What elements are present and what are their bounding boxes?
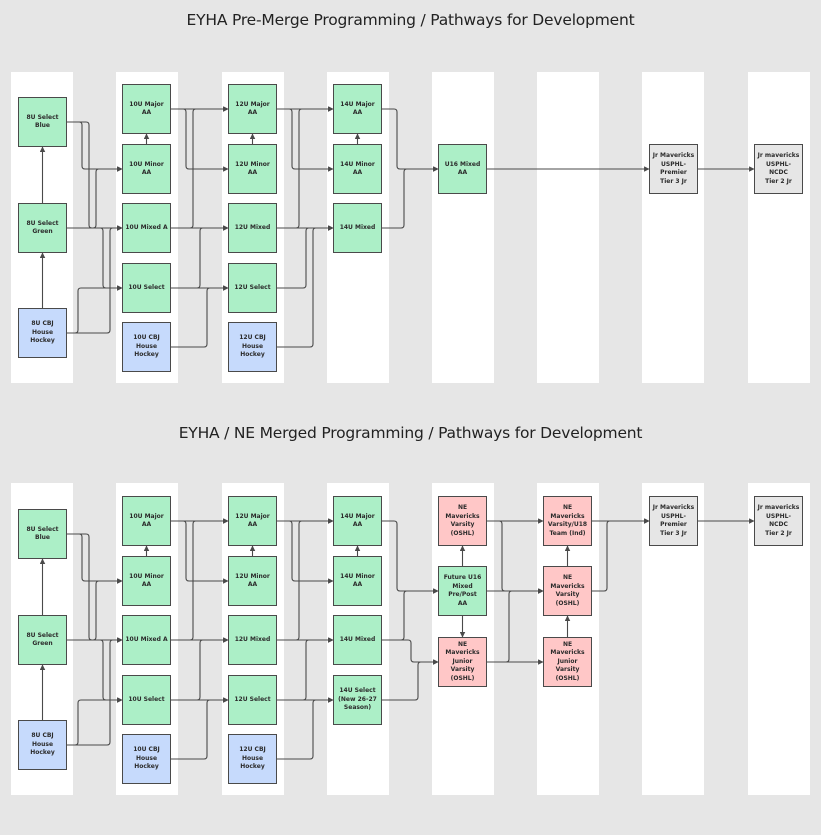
node-12u-minor-aa[interactable]: 12U Minor AA [228,556,277,606]
connector-u8_house-to-u10_select [67,285,123,334]
node-14u-mixed[interactable]: 14U Mixed [333,615,382,665]
connector-u10_major-to-u12_minor [171,520,229,584]
connector-u10_house-to-u12_select [171,697,229,760]
node-14u-major-aa[interactable]: 14U Major AA [333,496,382,546]
connector-ne_varsity_b-to-jr_premier [592,518,650,592]
node-8u-select-green[interactable]: 8U Select Green [18,203,67,253]
connector-u10_mixed-to-u12_major [171,106,229,229]
node-jr-mavericks-premier[interactable]: Jr Mavericks USPHL-Premier Tier 3 Jr [649,144,698,194]
connector-u8_green-to-u10_minor [67,578,123,641]
connector-u10_house-to-u12_select [171,285,229,348]
node-jr-mavericks-ncdc[interactable]: Jr mavericks USPHL-NCDC Tier 2 Jr [754,496,803,546]
node-ne-varsity-u18[interactable]: NE Mavericks Varsity/U18 Team (Ind) [543,496,592,546]
node-ne-varsity-16u[interactable]: NE Mavericks Varsity (OSHL) [438,496,487,546]
node-10u-house[interactable]: 10U CBJ House Hockey [122,734,171,784]
node-10u-major-aa[interactable]: 10U Major AA [122,84,171,134]
connector-u14_mixed-to-ne_jv_a [382,639,439,665]
node-jr-mavericks-ncdc[interactable]: Jr mavericks USPHL-NCDC Tier 2 Jr [754,144,803,194]
connector-u12_mixed-to-u14_major [277,106,334,229]
node-12u-select[interactable]: 12U Select [228,263,277,313]
diagram-title: EYHA Pre-Merge Programming / Pathways fo… [186,11,635,29]
node-8u-select-blue[interactable]: 8U Select Blue [18,97,67,147]
connector-u8_blue-to-u10_mixed [67,533,123,643]
connector-u8_house-to-u10_mixed [67,225,123,334]
connector-u14_major-to-u16_future [382,520,439,594]
connector-u10_select-to-u12_mixed [171,637,229,701]
node-12u-minor-aa[interactable]: 12U Minor AA [228,144,277,194]
node-10u-minor-aa[interactable]: 10U Minor AA [122,144,171,194]
connector-u8_house-to-u10_mixed [67,637,123,746]
node-ne-jv-16u[interactable]: NE Mavericks Junior Varsity (OSHL) [438,637,487,687]
connector-u14_mixed-to-u16_future [382,588,439,641]
node-8u-select-blue[interactable]: 8U Select Blue [18,509,67,559]
node-ne-jv-18u[interactable]: NE Mavericks Junior Varsity (OSHL) [543,637,592,687]
node-12u-select[interactable]: 12U Select [228,675,277,725]
node-future-u16-mixed[interactable]: Future U16 Mixed Pre/Post AA [438,566,487,616]
node-10u-select[interactable]: 10U Select [122,263,171,313]
connector-u12_select-to-u14_mixed [277,225,334,289]
node-14u-minor-aa[interactable]: 14U Minor AA [333,144,382,194]
connector-u12_house-to-u14_mixed [277,225,334,348]
node-14u-select-new[interactable]: 14U Select (New 26-27 Season) [333,675,382,725]
connector-ne_jv_a-to-ne_varsity_b [487,588,544,663]
node-14u-mixed[interactable]: 14U Mixed [333,203,382,253]
lane-empty [537,72,599,383]
node-12u-mixed[interactable]: 12U Mixed [228,203,277,253]
node-10u-major-aa[interactable]: 10U Major AA [122,496,171,546]
connector-u12_major-to-u14_minor [277,520,334,584]
connector-u10_major-to-u12_minor [171,108,229,172]
connector-u8_blue-to-u10_minor [67,533,123,584]
connector-u10_select-to-u12_mixed [171,225,229,289]
connector-u14_mixed-to-u16_mixed [382,166,439,229]
node-ne-varsity-18u[interactable]: NE Mavericks Varsity (OSHL) [543,566,592,616]
node-10u-house[interactable]: 10U CBJ House Hockey [122,322,171,372]
connector-u10_mixed-to-u12_major [171,518,229,641]
connector-u8_green-to-u10_minor [67,166,123,229]
node-10u-select[interactable]: 10U Select [122,675,171,725]
node-14u-major-aa[interactable]: 14U Major AA [333,84,382,134]
connector-ne_varsity_a-to-ne_varsity_b [487,520,544,594]
connector-u8_blue-to-u10_mixed [67,121,123,231]
connector-u12_select-to-u14_mixed [277,637,334,701]
node-10u-mixed-a[interactable]: 10U Mixed A [122,615,171,665]
lane-16u [432,72,494,383]
node-u16-mixed-aa[interactable]: U16 Mixed AA [438,144,487,194]
connector-u14_select-to-ne_jv_a [382,659,439,701]
connector-u8_blue-to-u10_minor [67,121,123,172]
connector-u12_house-to-u14_select [277,697,334,760]
node-12u-major-aa[interactable]: 12U Major AA [228,84,277,134]
node-8u-select-green[interactable]: 8U Select Green [18,615,67,665]
node-8u-house[interactable]: 8U CBJ House Hockey [18,308,67,358]
connector-u8_green-to-u10_select [67,227,123,291]
connector-u12_mixed-to-u14_major [277,518,334,641]
connector-u8_green-to-u10_select [67,639,123,703]
connector-u14_major-to-u16_mixed [382,108,439,172]
node-10u-mixed-a[interactable]: 10U Mixed A [122,203,171,253]
node-12u-house[interactable]: 12U CBJ House Hockey [228,734,277,784]
node-10u-minor-aa[interactable]: 10U Minor AA [122,556,171,606]
node-14u-minor-aa[interactable]: 14U Minor AA [333,556,382,606]
lane-jr-tier2 [748,72,810,383]
node-12u-major-aa[interactable]: 12U Major AA [228,496,277,546]
diagram-title: EYHA / NE Merged Programming / Pathways … [178,424,643,442]
connector-u8_house-to-u10_select [67,697,123,746]
lane-jr-tier3 [642,72,704,383]
node-12u-house[interactable]: 12U CBJ House Hockey [228,322,277,372]
node-8u-house[interactable]: 8U CBJ House Hockey [18,720,67,770]
node-jr-mavericks-premier[interactable]: Jr Mavericks USPHL-Premier Tier 3 Jr [649,496,698,546]
connector-u12_major-to-u14_minor [277,108,334,172]
node-12u-mixed[interactable]: 12U Mixed [228,615,277,665]
